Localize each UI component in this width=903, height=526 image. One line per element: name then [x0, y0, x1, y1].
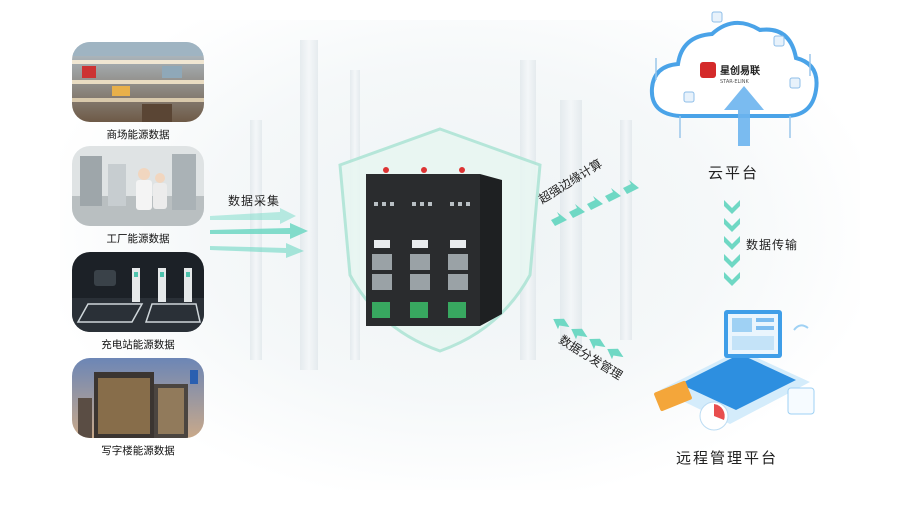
cloud-platform: 星创易联 STAR-ELINK [649, 11, 819, 146]
cloud-label: 云平台 [708, 164, 760, 182]
source-label-office: 写字楼能源数据 [101, 445, 175, 457]
background-tower [300, 40, 318, 370]
cube-icon [787, 387, 815, 415]
distribute-label: 数据分发管理 [556, 332, 625, 383]
mall-photo [72, 42, 204, 122]
collect-arrows [210, 208, 308, 258]
transfer-arrows [724, 200, 740, 286]
edge-compute-label: 超强边缘计算 [536, 156, 605, 207]
source-label-mall: 商场能源数据 [106, 129, 170, 141]
background-tower [250, 120, 262, 360]
source-label-factory: 工厂能源数据 [106, 233, 170, 245]
settings-icon [789, 77, 801, 89]
source-label-charging: 充电站能源数据 [101, 339, 175, 351]
edge-compute-label-svg: 超强边缘计算 [536, 156, 605, 207]
logo-text: 星创易联 [720, 64, 760, 77]
edge-compute-arrows [551, 180, 639, 226]
collect-label: 数据采集 [228, 194, 281, 208]
distribute-arrows [553, 318, 624, 360]
factory-photo [72, 146, 204, 226]
background-tower [620, 120, 632, 340]
distribute-label-svg: 数据分发管理 [556, 332, 625, 383]
background-tower [560, 100, 582, 350]
pie-chart-icon [714, 404, 725, 420]
charging-station-photo [72, 252, 204, 332]
gateway-devices [366, 167, 502, 326]
star-elink-logo-mark [700, 62, 716, 78]
logo-subtext: STAR-ELINK [720, 79, 749, 85]
user-icon [711, 11, 723, 23]
management-platform [654, 310, 815, 431]
transfer-label: 数据传输 [746, 238, 799, 252]
card-icon [654, 380, 692, 412]
document-icon [773, 35, 785, 47]
office-building-photo [72, 358, 204, 438]
management-label: 远程管理平台 [676, 449, 779, 467]
monitor-icon [683, 91, 695, 103]
